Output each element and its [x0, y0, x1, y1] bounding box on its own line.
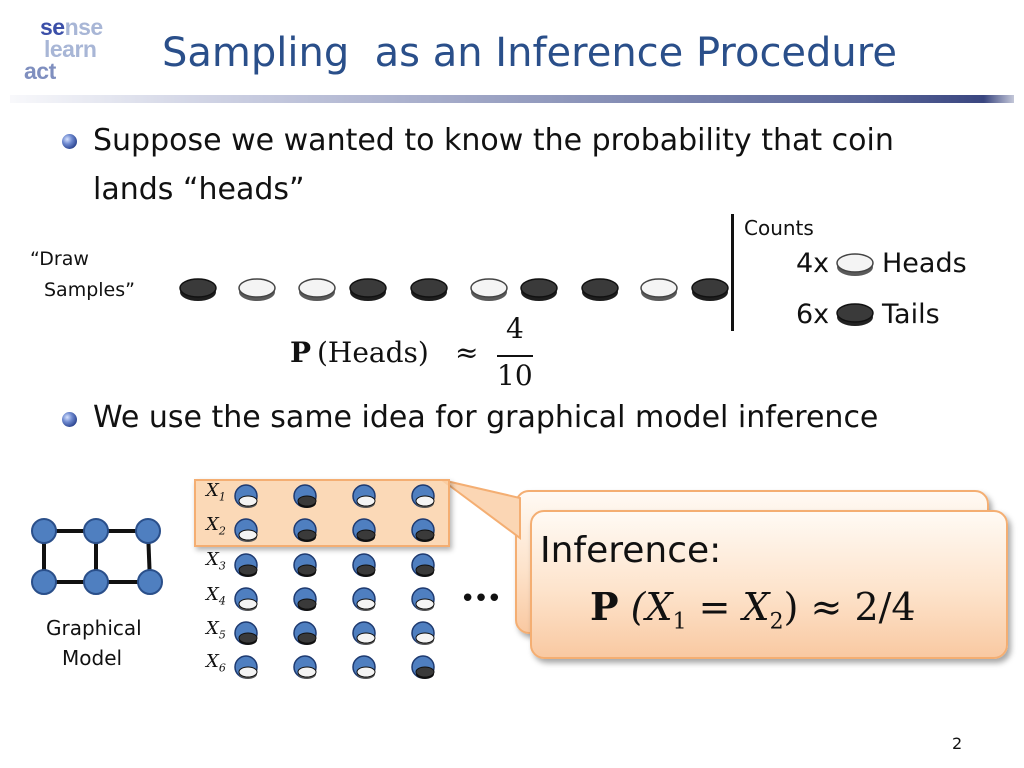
- variable-name: X: [206, 549, 219, 570]
- formula-denominator: 10: [497, 359, 533, 392]
- logo-text-se: se: [40, 14, 65, 40]
- logo-text-learn: learn: [44, 36, 97, 62]
- inference-box: [530, 510, 1008, 659]
- tails-coin-icon: [520, 278, 558, 301]
- draw-samples-label-line-2: Samples”: [44, 279, 135, 301]
- variable-name: X: [206, 514, 219, 535]
- logo-line-sense: sense: [40, 16, 103, 39]
- graphical-model-label-line-2: Model: [62, 646, 123, 670]
- count-tails-label: Tails: [882, 299, 940, 330]
- node-tails-sample: [411, 655, 435, 679]
- variable-name: X: [206, 618, 219, 639]
- node-tails-sample: [293, 553, 317, 577]
- bullet-icon: [62, 412, 77, 427]
- variable-subscript: 2: [218, 524, 226, 538]
- variable-label-x5: X5: [206, 618, 226, 642]
- bullet-1-line-1: Suppose we wanted to know the probabilit…: [93, 123, 894, 158]
- tails-coin-icon: [349, 278, 387, 301]
- node-tails-sample: [411, 553, 435, 577]
- heads-coin-icon: [238, 278, 276, 301]
- tails-coin-icon: [836, 303, 874, 326]
- node-tails-sample: [293, 587, 317, 611]
- page-number: 2: [952, 734, 963, 753]
- bullet-2-line-1: We use the same idea for graphical model…: [93, 400, 879, 435]
- node-tails-sample: [352, 518, 376, 542]
- slide-title: Sampling as an Inference Procedure: [162, 30, 897, 76]
- node-heads-sample: [234, 587, 258, 611]
- variable-label-x1: X1: [206, 480, 226, 504]
- node-heads-sample: [352, 587, 376, 611]
- node-heads-sample: [352, 484, 376, 508]
- heads-coin-icon: [298, 278, 336, 301]
- node-tails-sample: [293, 621, 317, 645]
- tails-coin-icon: [581, 278, 619, 301]
- bullet-1-line-2: lands “heads”: [93, 172, 305, 207]
- tails-coin-icon: [410, 278, 448, 301]
- callout-pointer: [441, 479, 521, 540]
- variable-subscript: 5: [218, 628, 226, 642]
- heads-coin-icon: [836, 253, 874, 276]
- inference-label: Inference:: [540, 530, 722, 571]
- formula-fraction-bar: [497, 355, 533, 357]
- variable-name: X: [206, 651, 219, 672]
- node-tails-sample: [293, 518, 317, 542]
- logo-text-act: act: [24, 58, 56, 84]
- tails-coin-icon: [179, 278, 217, 301]
- node-tails-sample: [234, 621, 258, 645]
- counts-header: Counts: [744, 216, 814, 240]
- inference-formula-sub1: 1: [672, 609, 687, 635]
- variable-subscript: 3: [218, 559, 226, 573]
- variable-subscript: 4: [218, 594, 226, 608]
- count-heads-label: Heads: [882, 248, 967, 279]
- count-tails-value: 6x: [796, 299, 830, 330]
- inference-formula-eq-x2: = X: [686, 585, 770, 629]
- variable-label-x4: X4: [206, 584, 226, 608]
- ellipsis: •••: [460, 584, 502, 614]
- draw-samples-label-line-1: “Draw: [30, 248, 89, 270]
- variable-name: X: [206, 480, 219, 501]
- tails-coin-icon: [691, 278, 729, 301]
- title-divider: [10, 95, 1014, 103]
- formula-numerator: 4: [506, 312, 524, 345]
- inference-formula-x1: (X: [630, 585, 673, 629]
- bullet-icon: [62, 134, 77, 149]
- heads-coin-icon: [470, 278, 508, 301]
- node-heads-sample: [411, 621, 435, 645]
- graphical-model-label-line-1: Graphical: [46, 616, 142, 640]
- node-heads-sample: [352, 655, 376, 679]
- variable-label-x3: X3: [206, 549, 226, 573]
- heads-coin-icon: [640, 278, 678, 301]
- logo: sense learn act: [20, 14, 130, 89]
- node-heads-sample: [411, 484, 435, 508]
- variable-label-x6: X6: [206, 651, 226, 675]
- formula-p: P: [290, 336, 312, 369]
- counts-divider: [731, 214, 734, 331]
- node-tails-sample: [411, 518, 435, 542]
- node-heads-sample: [234, 518, 258, 542]
- variable-subscript: 6: [218, 661, 226, 675]
- node-heads-sample: [352, 621, 376, 645]
- inference-formula-sub2: 2: [769, 609, 784, 635]
- inference-formula: P (X1 = X2) ≈ 2/4: [590, 584, 916, 635]
- inference-formula-p: P: [590, 584, 619, 629]
- graphical-model-diagram: [31, 518, 163, 595]
- node-heads-sample: [234, 655, 258, 679]
- node-heads-sample: [234, 484, 258, 508]
- node-heads-sample: [293, 655, 317, 679]
- node-tails-sample: [293, 484, 317, 508]
- formula-heads: (Heads): [317, 336, 429, 369]
- variable-name: X: [206, 584, 219, 605]
- variable-subscript: 1: [218, 490, 226, 504]
- inference-formula-tail: ) ≈ 2/4: [783, 585, 916, 629]
- formula-approx: ≈: [455, 336, 479, 369]
- count-heads-value: 4x: [796, 248, 830, 279]
- variable-label-x2: X2: [206, 514, 226, 538]
- node-tails-sample: [234, 553, 258, 577]
- node-tails-sample: [352, 553, 376, 577]
- node-heads-sample: [411, 587, 435, 611]
- logo-text-nse: nse: [64, 14, 104, 40]
